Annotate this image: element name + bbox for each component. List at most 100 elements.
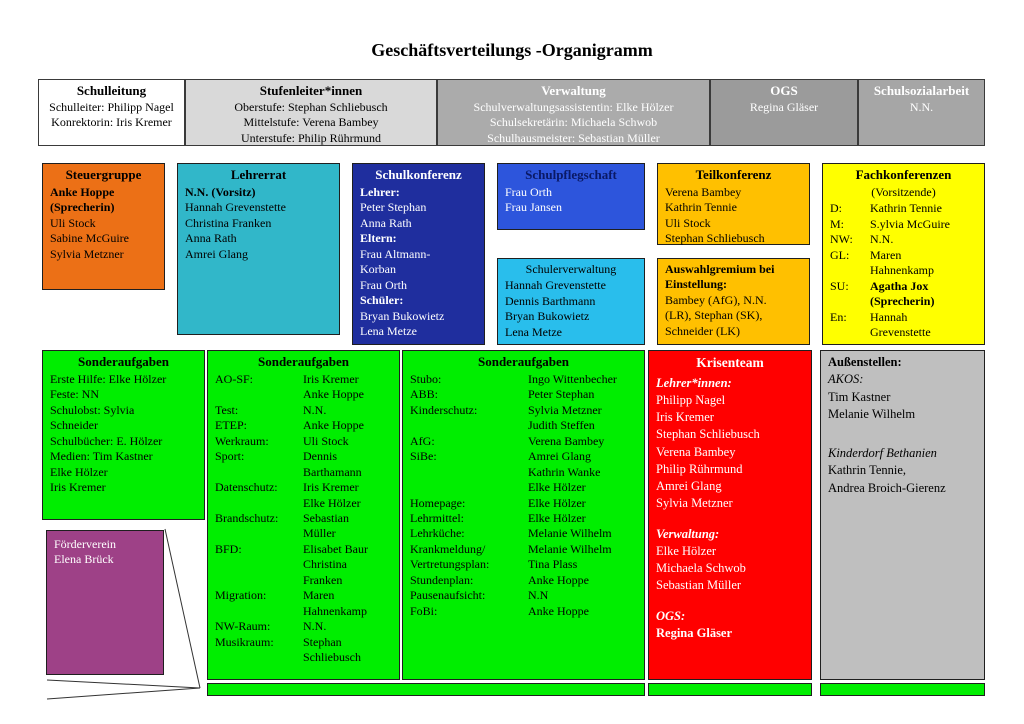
task-row: Stundenplan: Anke Hoppe [410, 573, 637, 588]
task-value: Melanie Wilhelm Tina Plass [528, 541, 612, 572]
sonderaufgaben-mitte-title: Sonderaufgaben [257, 354, 350, 369]
task-key: Werkraum: [215, 433, 269, 448]
fach-row: D: Kathrin Tennie [830, 201, 977, 216]
task-row: Migration:Maren Hahnenkamp [215, 588, 392, 619]
task-row: Homepage: Elke Hölzer [410, 496, 637, 511]
task-row: ABB:Peter Stephan [410, 387, 637, 402]
task-key: Lehrmittel: [410, 510, 464, 525]
fach-key: D: [830, 201, 842, 216]
steuergruppe-leader: Anke Hoppe (Sprecherin) [50, 184, 115, 215]
sonderaufgaben-links-title: Sonderaufgaben [77, 354, 170, 369]
fach-key: GL: [830, 247, 850, 262]
fachkonferenzen-title: Fachkonferenzen [855, 167, 952, 182]
group-names: Frau Altmann- Korban Frau Orth [360, 246, 431, 292]
task-value: Anke Hoppe [528, 603, 589, 618]
task-row: NW-Raum: N.N. [215, 619, 392, 634]
teilkonferenz-title: Teilkonferenz [695, 167, 772, 182]
steuergruppe-members: Uli Stock Sabine McGuire Sylvia Metzner [50, 215, 129, 261]
task-row: FoBi: Anke Hoppe [410, 604, 637, 619]
box-stufenleiter: Stufenleiter*innen Oberstufe: Stephan Sc… [185, 79, 437, 146]
task-value: N.N. [303, 619, 327, 634]
task-value: Elisabet Baur Christina Franken [303, 541, 368, 587]
task-row: Krankmeldung/ Vertretungsplan:Melanie Wi… [410, 542, 637, 573]
box-schuelerverwaltung: Schulerverwaltung Hannah Grevenstette De… [497, 258, 645, 345]
task-key: AO-SF: [215, 371, 254, 386]
section-label: Lehrer*innen: [656, 375, 732, 390]
sonderaufgaben-rechts-title: Sonderaufgaben [477, 354, 570, 369]
stufenleiter-lines: Oberstufe: Stephan Schliebusch Mittelstu… [234, 99, 388, 146]
fach-row: M: S.ylvia McGuire [830, 217, 977, 232]
task-key: Stubo: [410, 371, 442, 386]
section-names: Philipp Nagel Iris Kremer Stephan Schlie… [656, 392, 760, 511]
box-sonderaufgaben-mitte: Sonderaufgaben AO-SF:Iris Kremer Anke Ho… [207, 350, 400, 680]
green-strip [207, 683, 645, 696]
task-key: Musikraum: [215, 634, 274, 649]
box-sonderaufgaben-links: Sonderaufgaben Erste Hilfe: Elke Hölzer … [42, 350, 205, 520]
task-row: SiBe:Amrei Glang Kathrin Wanke Elke Hölz… [410, 449, 637, 495]
fachkonferenzen-subtitle: (Vorsitzende) [871, 184, 936, 199]
fach-row: GL: Maren Hahnenkamp [830, 248, 977, 279]
fach-value: Maren Hahnenkamp [870, 247, 934, 278]
schulleitung-title: Schulleitung [76, 83, 147, 98]
task-key: NW-Raum: [215, 619, 271, 634]
green-strip [820, 683, 985, 696]
task-value: Ingo Wittenbecher [528, 371, 617, 386]
task-key: Migration: [215, 588, 267, 603]
fach-key: M: [830, 216, 845, 231]
task-key: AfG: [410, 433, 435, 448]
box-teilkonferenz: Teilkonferenz Verena Bambey Kathrin Tenn… [657, 163, 810, 245]
fach-row: NW:N.N. [830, 232, 977, 247]
task-key: Homepage: [410, 495, 466, 510]
task-key: Stundenplan: [410, 572, 474, 587]
verwaltung-lines: Schulverwaltungsassistentin: Elke Hölzer… [473, 99, 674, 146]
fach-row: En:Hannah Grevenstette [830, 310, 977, 341]
aussenstellen-section-akos: AKOS: Tim Kastner Melanie Wilhelm [828, 371, 977, 423]
box-schulsozialarbeit: Schulsozialarbeit N.N. [858, 79, 985, 146]
task-key: FoBi: [410, 603, 438, 618]
box-schulleitung: Schulleitung Schulleiter: Philipp Nagel … [38, 79, 185, 146]
task-row: Pausenaufsicht:N.N [410, 588, 637, 603]
section-label: Kinderdorf Bethanien [828, 446, 937, 460]
lehrerrat-title: Lehrerrat [230, 167, 287, 182]
group-label: Eltern: [360, 231, 397, 246]
task-key: BFD: [215, 541, 242, 556]
box-sonderaufgaben-rechts: Sonderaufgaben Stubo: Ingo Wittenbecher A… [402, 350, 645, 680]
task-key: Datenschutz: [215, 480, 278, 495]
task-value: Sebastian Müller [303, 510, 349, 541]
task-value: N.N [528, 588, 549, 603]
task-row: Datenschutz:Iris Kremer Elke Hölzer [215, 480, 392, 511]
task-key: Brandschutz: [215, 510, 279, 525]
task-value: Peter Stephan [528, 387, 595, 402]
aussenstellen-section-kinderdorf: Kinderdorf Bethanien Kathrin Tennie, And… [828, 445, 977, 497]
task-key: ETEP: [215, 418, 247, 433]
task-key: Sport: [215, 449, 245, 464]
fach-key: SU: [830, 278, 849, 293]
box-ogs: OGS Regina Gläser [710, 79, 858, 146]
page-title: Geschäftsverteilungs -Organigramm [371, 40, 653, 60]
fach-value: Kathrin Tennie [870, 201, 942, 216]
steuergruppe-title: Steuergruppe [65, 167, 142, 182]
verwaltung-title: Verwaltung [541, 83, 606, 98]
section-names: Tim Kastner Melanie Wilhelm [828, 389, 916, 421]
task-row: Test:N.N. [215, 403, 392, 418]
group-names: Bryan Bukowietz Lena Metze [360, 308, 445, 338]
task-value: Amrei Glang Kathrin Wanke Elke Hölzer [528, 449, 601, 495]
lehrerrat-leader: N.N. (Vorsitz) [185, 184, 256, 199]
foerderverein-member: Elena Brück [54, 552, 114, 567]
task-value: Anke Hoppe [528, 572, 589, 587]
box-fachkonferenzen: Fachkonferenzen (Vorsitzende) D: Kathrin … [822, 163, 985, 345]
box-schulpflegschaft: Schulpflegschaft Frau Orth Frau Jansen [497, 163, 645, 230]
task-value: N.N. [303, 402, 327, 417]
schulleitung-lines: Schulleiter: Philipp Nagel Konrektorin: … [49, 99, 174, 130]
task-value: Dennis Barthamann [303, 449, 362, 479]
ogs-title: OGS [770, 83, 798, 98]
fach-value: S.ylvia McGuire [870, 216, 950, 231]
schulsozialarbeit-lines: N.N. [909, 99, 934, 114]
krisenteam-section-ogs: OGS: Regina Gläser [656, 608, 804, 643]
section-label: AKOS: [828, 372, 864, 387]
task-row: AO-SF:Iris Kremer Anke Hoppe [215, 372, 392, 403]
section-label: OGS: [656, 608, 686, 623]
box-auswahlgremium: Auswahlgremium bei Einstellung: Bambey (… [657, 258, 810, 345]
task-value: Elke Hölzer [528, 495, 586, 510]
